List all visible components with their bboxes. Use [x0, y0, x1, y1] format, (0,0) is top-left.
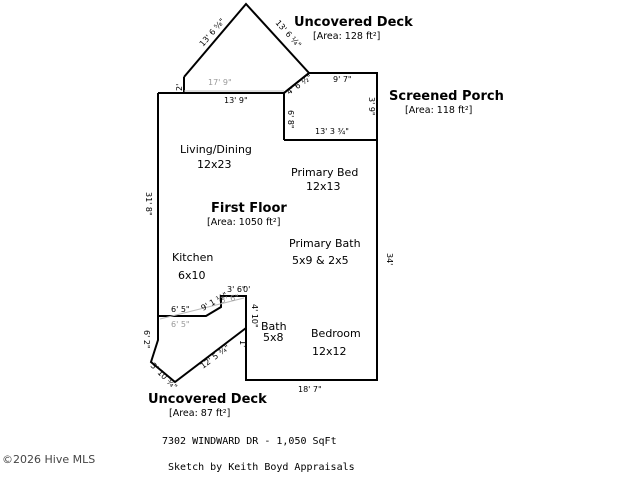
- room-living-size: 12x23: [197, 158, 232, 171]
- dim-6-8: 6' 8": [286, 110, 295, 129]
- dim-18-7: 18' 7": [298, 385, 322, 394]
- ghost-line-kitchen: [159, 297, 245, 320]
- dim-3-9: 3' 9": [367, 97, 376, 116]
- room-primary-bed-size: 12x13: [306, 180, 341, 193]
- room-living-label: Living/Dining: [180, 143, 252, 156]
- room-kitchen-label: Kitchen: [172, 251, 213, 264]
- room-primary-bed-label: Primary Bed: [291, 166, 358, 179]
- dim-0: 0': [243, 285, 250, 294]
- screened-porch-outline: [283, 72, 378, 141]
- dim-4-10: 4' 10": [250, 304, 259, 328]
- dim-1: 1': [238, 340, 247, 347]
- room-bath-size: 5x8: [263, 331, 284, 344]
- room-primary-bath-size: 5x9 & 2x5: [292, 254, 349, 267]
- dim-4-6: 4' 6 ½": [285, 73, 314, 97]
- dim-12-5: 12' 5 ¾": [199, 343, 232, 371]
- dim-6-2: 6' 2": [142, 330, 151, 349]
- screened-porch-title: Screened Porch: [389, 89, 504, 104]
- lower-deck-area: [Area: 87 ft²]: [169, 408, 230, 419]
- footer-address: 7302 WINDWARD DR - 1,050 SqFt: [162, 436, 337, 447]
- lower-deck-outline: [149, 316, 247, 384]
- room-bath-label: Bath: [261, 320, 287, 333]
- dim-2: 2': [175, 84, 184, 91]
- lower-deck-title: Uncovered Deck: [148, 392, 267, 407]
- room-bedroom-size: 12x12: [312, 345, 347, 358]
- mls-watermark: ©2026 Hive MLS: [2, 453, 95, 466]
- floor-title: First Floor: [211, 201, 287, 216]
- dim-6-5-ghost: 6' 5": [171, 320, 190, 329]
- dim-6-5: 6' 5": [171, 305, 190, 314]
- upper-deck-title: Uncovered Deck: [294, 15, 413, 30]
- room-kitchen-size: 6x10: [178, 269, 206, 282]
- floor-area: [Area: 1050 ft²]: [207, 217, 280, 228]
- room-bedroom-label: Bedroom: [311, 327, 361, 340]
- upper-deck-area: [Area: 128 ft²]: [313, 31, 380, 42]
- dim-31-8: 31' 8": [144, 192, 153, 216]
- dim-13-3: 13' 3 ¾": [315, 127, 349, 136]
- dim-3-6: 3' 6": [227, 285, 246, 294]
- room-primary-bath-label: Primary Bath: [289, 237, 361, 250]
- footer-credit: Sketch by Keith Boyd Appraisals: [168, 462, 355, 473]
- dim-13-9: 13' 9": [224, 96, 248, 105]
- dim-3-10: 3' 10 ¾": [149, 361, 179, 391]
- dim-9-7: 9' 7": [333, 75, 352, 84]
- dim-17-9: 17' 9": [208, 78, 232, 87]
- screened-porch-area: [Area: 118 ft²]: [405, 105, 472, 116]
- dim-small-b: 3' 6": [220, 293, 240, 305]
- dim-34: 34': [385, 253, 394, 265]
